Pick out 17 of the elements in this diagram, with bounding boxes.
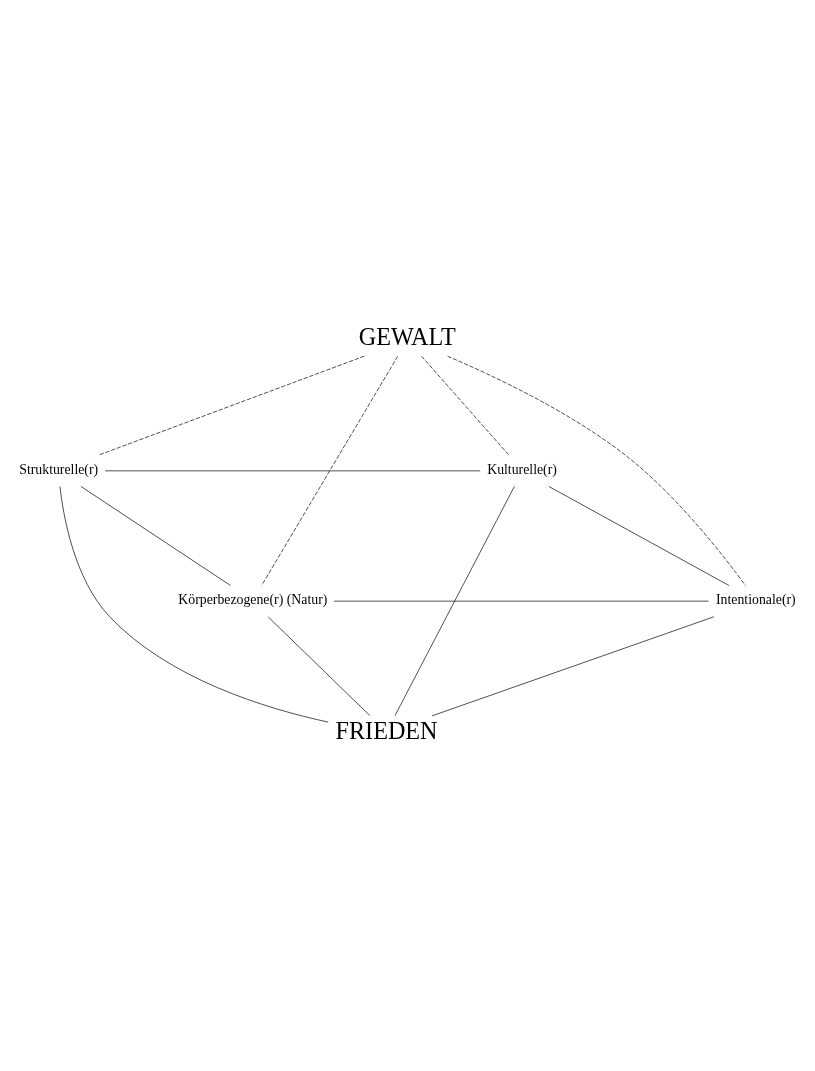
node-text: GEWALT <box>358 322 456 350</box>
connector <box>97 355 365 456</box>
node-text: Intentionale(r) <box>716 591 796 607</box>
node-text: Kulturelle(r) <box>487 461 557 477</box>
connector <box>421 355 510 456</box>
connector <box>548 485 730 586</box>
node-text: Strukturelle(r) <box>19 461 99 477</box>
node-text: FRIEDEN <box>335 716 438 744</box>
connector <box>80 485 231 586</box>
connector <box>431 615 715 716</box>
node-text: Körperbezogene(r) (Natur) <box>178 591 328 607</box>
connector <box>59 485 329 722</box>
connector <box>447 355 746 586</box>
connector <box>333 600 709 601</box>
connector <box>394 485 515 716</box>
connector <box>267 616 371 716</box>
connector <box>261 355 398 586</box>
